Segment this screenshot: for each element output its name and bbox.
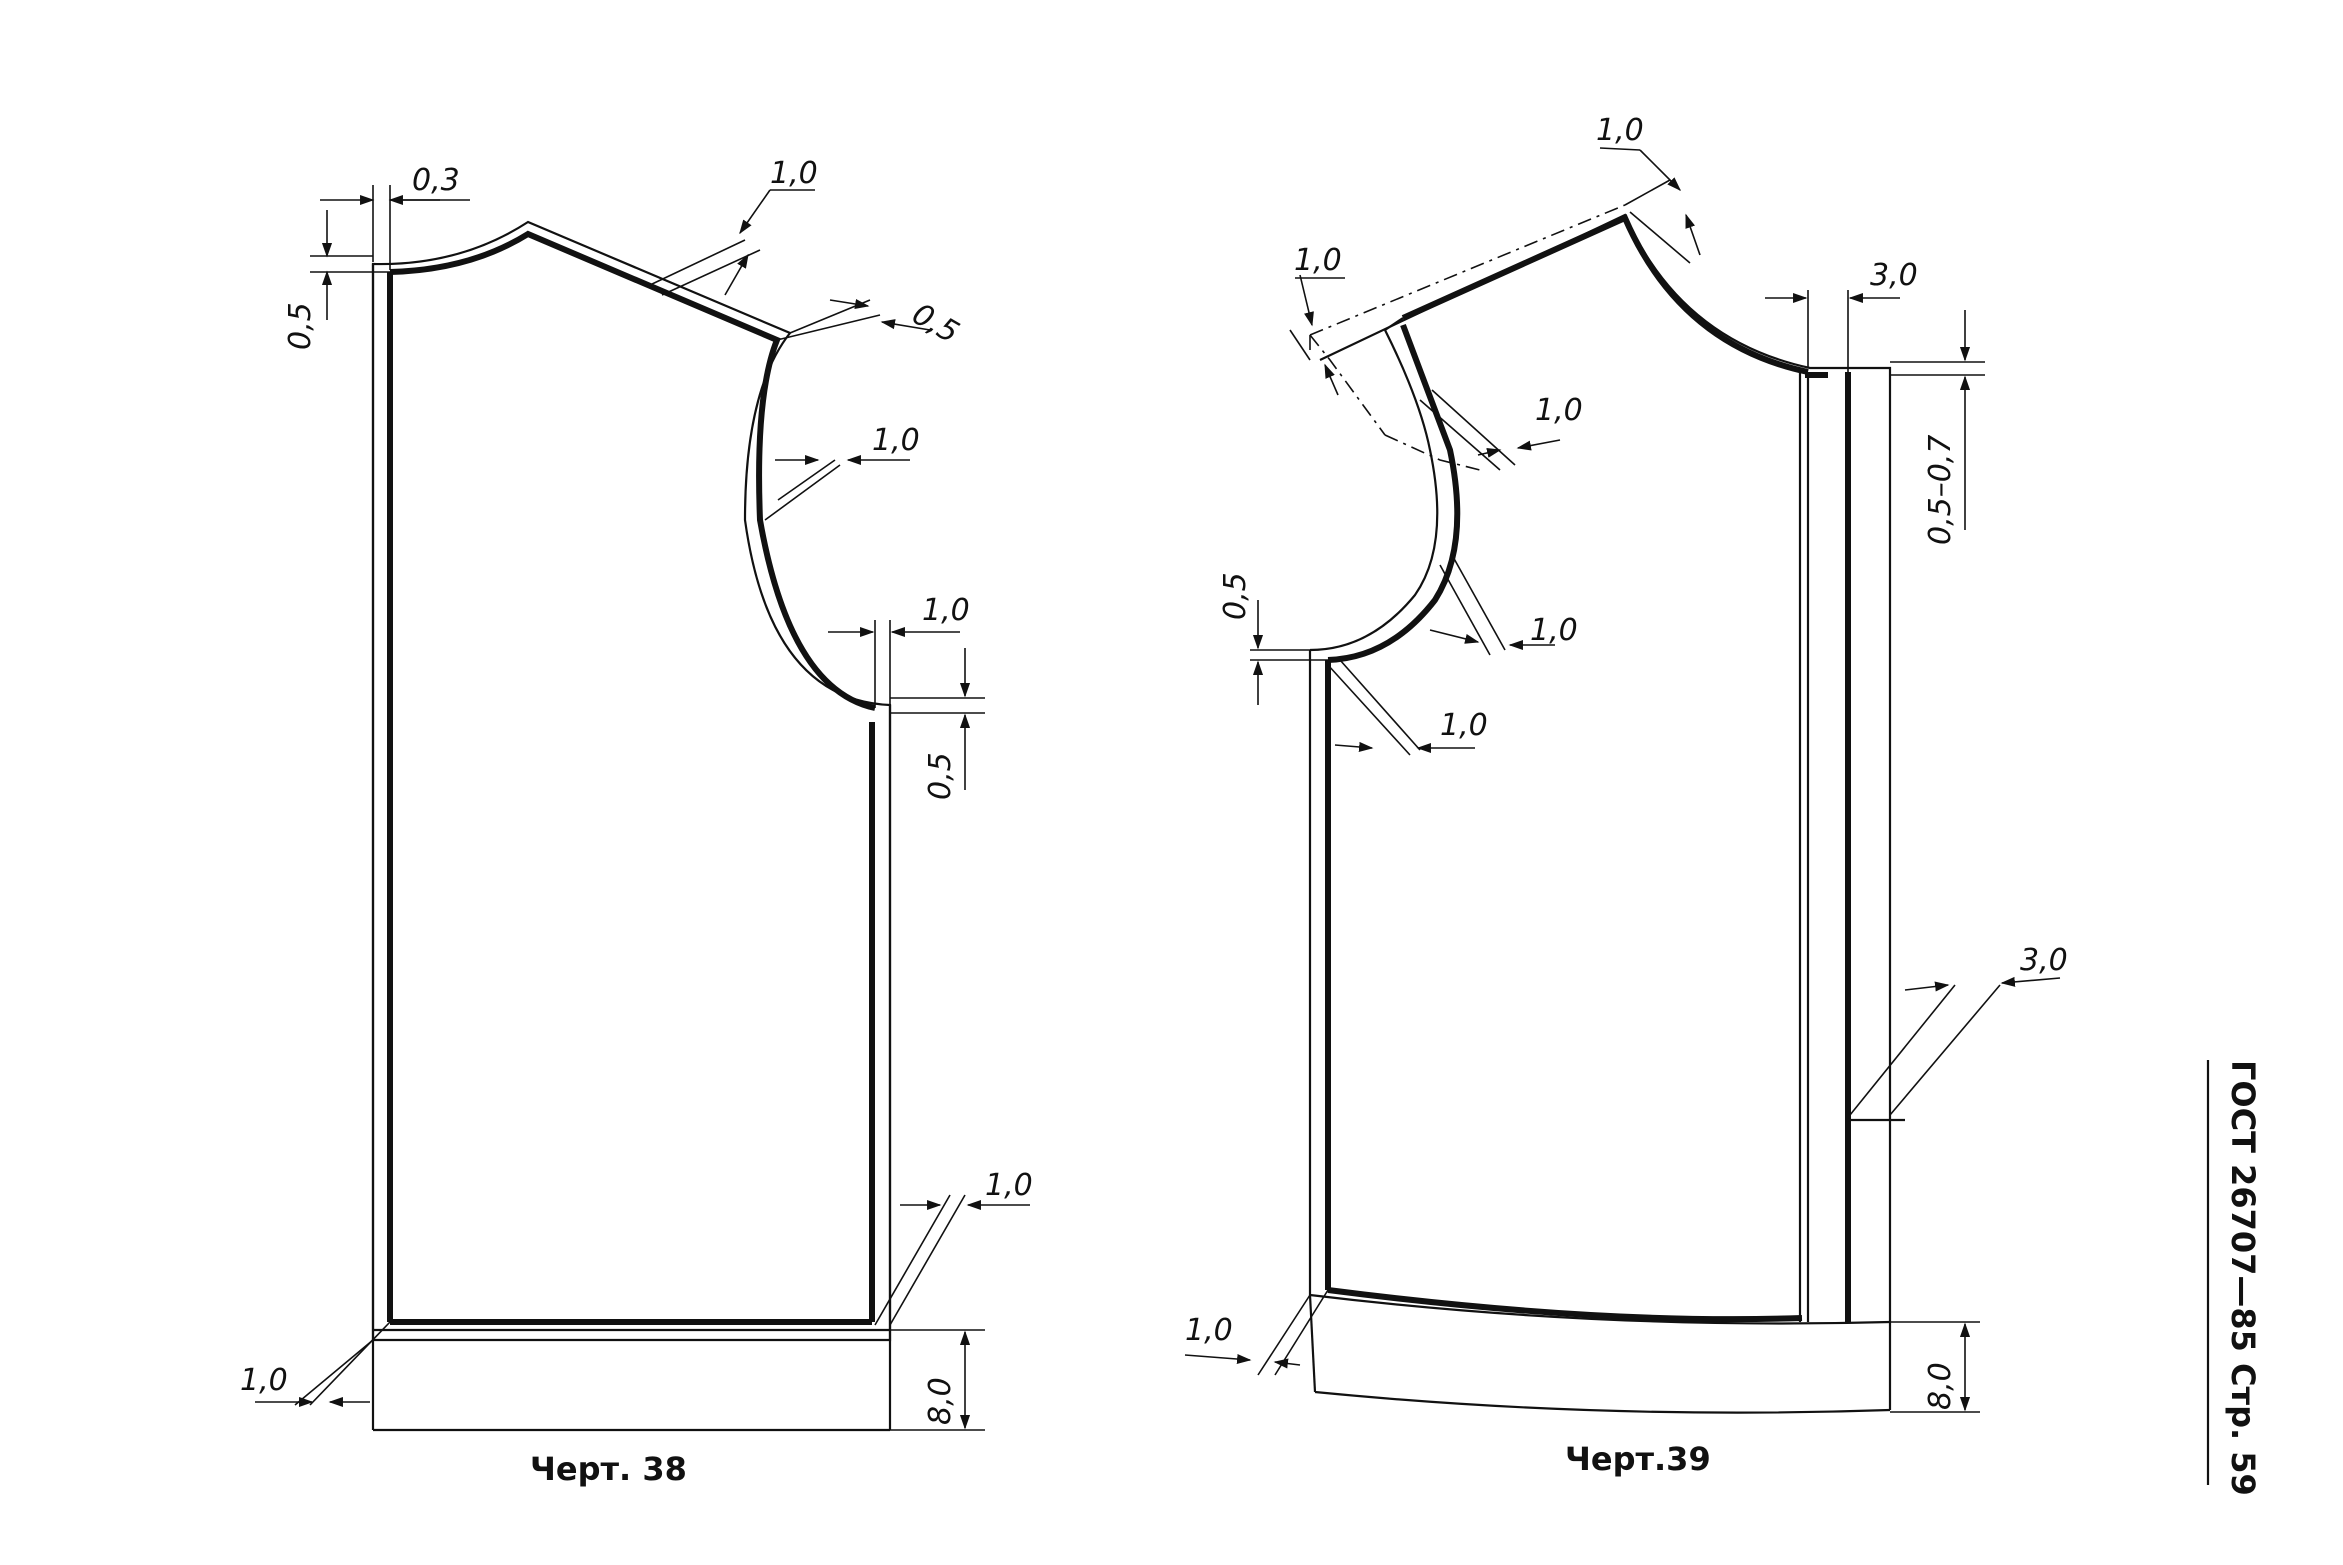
drawing-39-caption: Черт.39 <box>1565 1440 1711 1478</box>
drawing-38-outer-contour <box>371 220 892 1342</box>
dim-39-shoulder-left: 1,0 <box>1294 243 1342 278</box>
dim-38-front-edge: 1,0 <box>240 1363 288 1398</box>
dim-39-hem: 8,0 <box>1923 1362 1958 1410</box>
drawing-39-outer-contour <box>1319 213 1892 1410</box>
dim-38-neck-vertical: 0,5 <box>283 302 318 350</box>
drawing-39-seam-line <box>1401 214 1809 375</box>
drawing-39: 1,0 1,0 1,0 1,0 0,5 1,0 <box>1184 113 2068 1478</box>
dim-39-armhole-upper: 1,0 <box>1535 393 1583 428</box>
dim-38-hem: 8,0 <box>923 1377 958 1425</box>
drawing-39-shoulder-allowance <box>1309 204 1626 471</box>
dim-38-side-top-horizontal: 1,0 <box>922 593 970 628</box>
drawing-38-caption: Черт. 38 <box>530 1450 687 1488</box>
dim-38-side-seam: 1,0 <box>985 1168 1033 1203</box>
dim-39-side-seam: 1,0 <box>1440 708 1488 743</box>
dim-39-facing-top: 3,0 <box>1870 258 1918 293</box>
drawing-39-hem-cut <box>1314 1390 1891 1414</box>
drawing-39-armhole-seam <box>1327 323 1461 663</box>
dim-38-side-top-vertical: 0,5 <box>923 752 958 800</box>
side-stamp: ГОСТ 26707—85 Стр. 59 <box>2224 1060 2262 1496</box>
drawing-39-armhole-cut <box>1309 329 1439 652</box>
drawing-38: 0,3 0,5 1,0 0,5 1,0 1,0 <box>240 156 1033 1488</box>
dim-39-neck-vertical: 0,5–0,7 <box>1923 435 1958 545</box>
dim-38-neck-horizontal: 0,3 <box>412 163 460 198</box>
dim-39-front-edge: 1,0 <box>1185 1313 1233 1348</box>
dim-38-shoulder-point: 0,5 <box>906 297 965 351</box>
dim-39-shoulder-top: 1,0 <box>1596 113 1644 148</box>
drawing-38-seam-line <box>389 230 876 711</box>
dim-38-armhole: 1,0 <box>872 423 920 458</box>
dim-38-shoulder-seam: 1,0 <box>770 156 818 191</box>
dim-39-armhole-lower: 1,0 <box>1530 613 1578 648</box>
dim-39-armhole-vertical: 0,5 <box>1218 572 1253 620</box>
dim-39-facing-side: 3,0 <box>2020 943 2068 978</box>
drawing-39-hem-fold <box>1327 1287 1803 1323</box>
drawing-39-armhole-shoulder-link <box>1384 317 1404 331</box>
